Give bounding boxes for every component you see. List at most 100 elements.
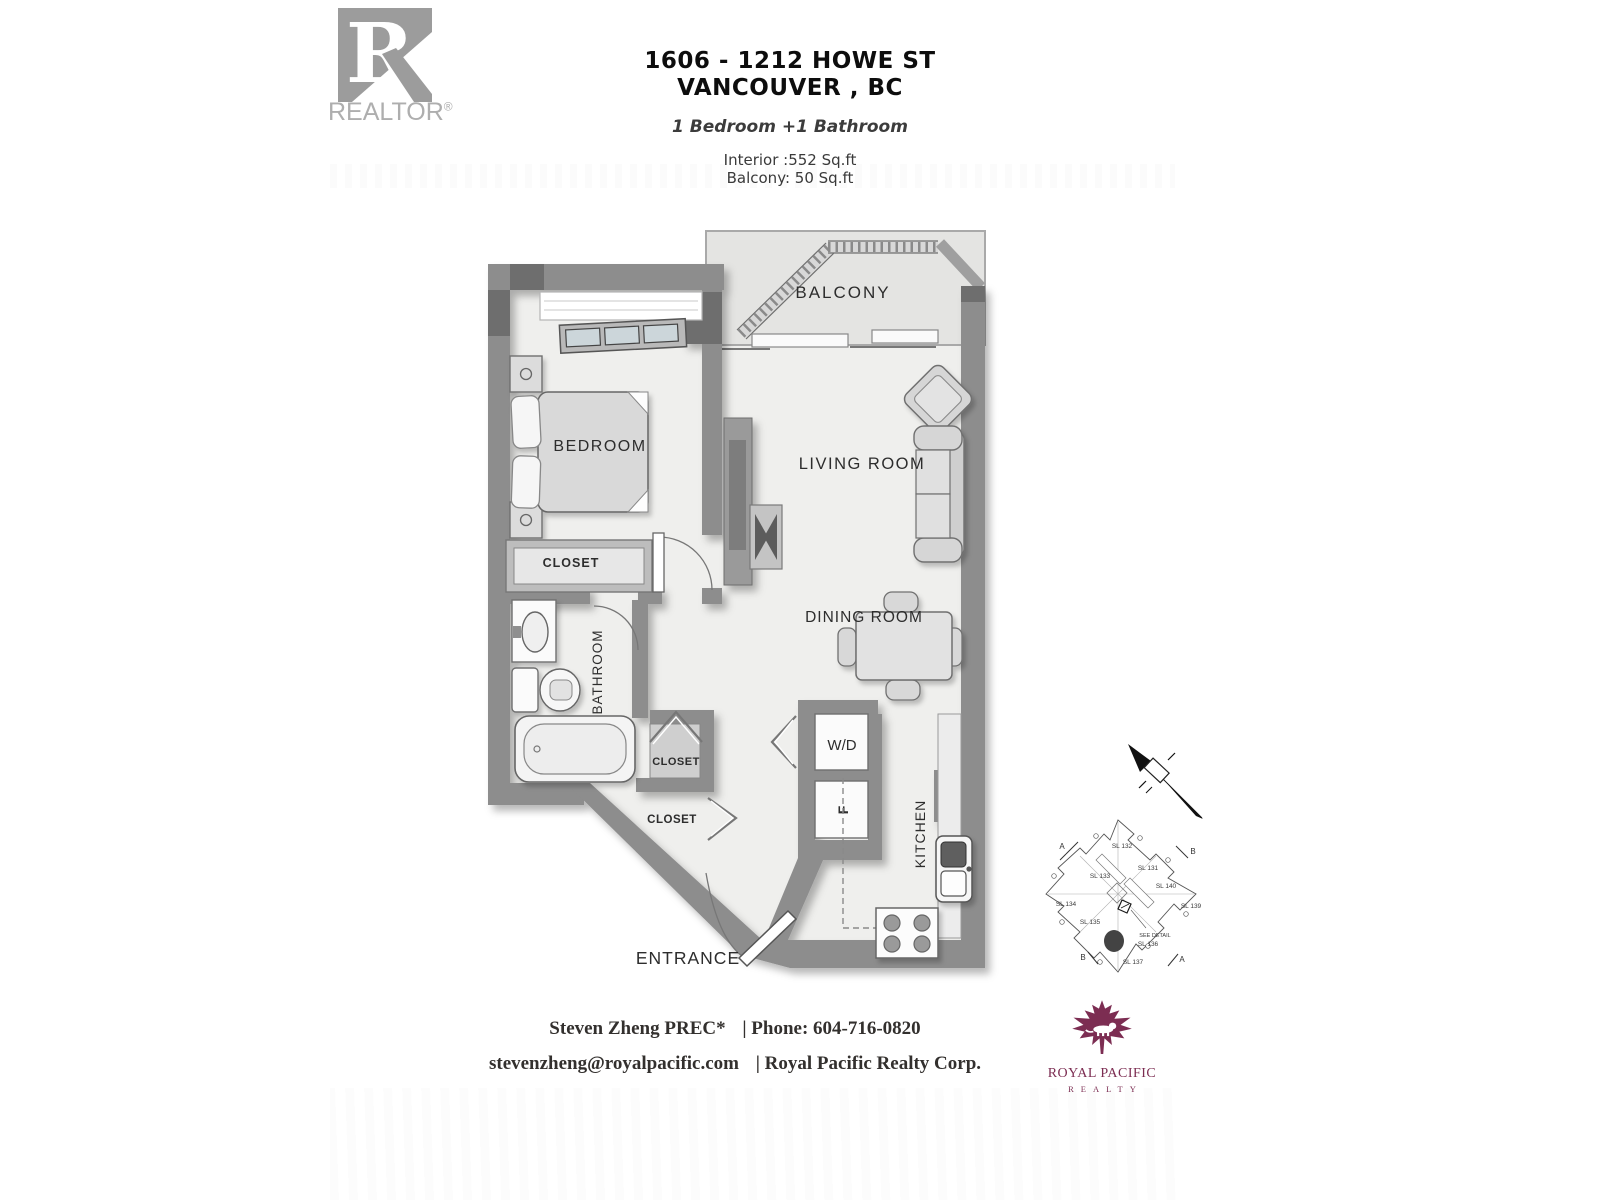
pillow [510, 395, 542, 449]
bed [537, 391, 649, 513]
bedroom-closet: CLOSET [505, 539, 653, 593]
realtor-logo-r: R [346, 8, 415, 102]
hall-closet-upper: CLOSET [649, 710, 703, 779]
agent-name: Steven Zheng PREC* [549, 1018, 726, 1039]
north-arrow-icon [1128, 744, 1203, 819]
hall-closet-lower: CLOSET [647, 797, 738, 841]
balcony-sill-left [751, 333, 849, 348]
keyplan-unit-sl134: SL 134 [1056, 901, 1077, 908]
agent-email: stevenzheng@royalpacific.com [488, 1053, 739, 1074]
kitchen-label: KITCHEN [912, 800, 928, 868]
wall-closet-bottom [636, 778, 714, 792]
realtor-logo-leg [382, 48, 432, 102]
sink-faucet [513, 626, 521, 638]
wall-left-dark [488, 290, 510, 336]
balcony: BALCONY [705, 230, 986, 350]
closet-hall-upper-label: CLOSET [652, 756, 700, 768]
page-title-line2: VANCOUVER , BC [677, 75, 903, 101]
royal-pacific-realty: REALTY [1068, 1084, 1143, 1094]
washer-dryer-label: W/D [827, 737, 856, 754]
floor-plan: BALCONY [488, 230, 986, 968]
closet-door-mark [707, 797, 738, 841]
closet-bifold-door [649, 710, 703, 743]
wall-left [488, 264, 510, 788]
toilet-tank [511, 667, 539, 713]
agent-company: | Royal Pacific Realty Corp. [755, 1053, 982, 1074]
living-room-furniture [903, 364, 973, 563]
balcony-area: Balcony: 50 Sq.ft [480, 169, 1100, 187]
bathroom: BATHROOM [511, 599, 639, 783]
nightstand-lamp [519, 513, 533, 527]
wall-closet-right [700, 710, 714, 792]
washer-dryer [814, 713, 869, 771]
keyplan-core [1106, 882, 1128, 904]
keyplan-unit-sl133: SL 133 [1090, 873, 1111, 880]
keyplan-building [1045, 819, 1197, 973]
bathroom-label: BATHROOM [590, 630, 605, 715]
bedroom-window [539, 291, 703, 355]
keyplan-unit-sl131: SL 131 [1138, 865, 1159, 872]
sofa [913, 425, 965, 563]
keyplan-balcony-tabs [1051, 833, 1189, 965]
wall-kitchen-peninsula [868, 714, 882, 845]
bathroom-door-arc [593, 605, 639, 651]
bedroom-furniture [509, 355, 649, 539]
counter-dashed-line [842, 778, 960, 929]
balcony-label: BALCONY [795, 283, 890, 302]
wall-fridge-bottom [798, 840, 882, 860]
balcony-corner-wall [935, 239, 986, 291]
keyplan-unit-sl137: SL 137 [1123, 959, 1144, 966]
section-marker-a-bottom: A [1179, 955, 1185, 964]
wall-right-dark [961, 286, 985, 302]
area-figures: Interior :552 Sq.ft Balcony: 50 Sq.ft [480, 151, 1100, 187]
bedroom-door-leaf [652, 532, 665, 593]
balcony-sill-right [871, 329, 939, 344]
fridge [814, 780, 869, 839]
keyplan-unit-labels: SL 132 SL 131 SL 133 SL 140 SL 134 SL 13… [1056, 843, 1202, 966]
blanket-fold-bottom [626, 488, 649, 513]
bedroom-label: BEDROOM [553, 438, 646, 455]
realtor-wordmark: REALTOR® [328, 98, 453, 127]
keyplan-unit-sl139: SL 139 [1181, 903, 1202, 910]
keyplan-unit-sl136: SL 136 [1138, 941, 1159, 948]
window-pane [603, 325, 641, 346]
keyplan-see-detail: SEE DETAIL [1139, 933, 1170, 939]
dining-set [837, 591, 963, 701]
bedroom-bathroom-subtitle: 1 Bedroom +1 Bathroom [672, 117, 908, 137]
keyplan-unit-sl140: SL 140 [1156, 883, 1177, 890]
keyplan-leader-line [1130, 909, 1147, 929]
pillow [510, 455, 542, 509]
kitchen-sink [935, 835, 973, 903]
watermark-band-bottom [330, 1088, 1180, 1200]
keyplan-section-markers: A B B A [1059, 841, 1196, 967]
kitchen-counter [937, 713, 962, 939]
realtor-word-text: REALTOR [328, 98, 444, 126]
entrance: ENTRANCE [636, 872, 798, 968]
window-pane [564, 327, 602, 348]
wall-bathroom-right [632, 600, 648, 718]
section-marker-a-top: A [1059, 842, 1065, 851]
media-console [749, 504, 783, 570]
entrance-door-arc [705, 872, 743, 957]
entrance-door-leaf [737, 909, 798, 968]
window-pane [642, 323, 679, 344]
keyplan-unit-sl135: SL 135 [1080, 919, 1101, 926]
wall-bedroom-right [702, 290, 722, 535]
bathroom-sink [521, 611, 549, 653]
wall-closet-top [650, 710, 714, 724]
bathtub-drain [533, 745, 541, 753]
armchair [903, 364, 973, 434]
toilet-seat [549, 679, 573, 701]
entrance-label: ENTRANCE [636, 948, 740, 968]
bedroom-door [652, 532, 713, 593]
interior-area: Interior :552 Sq.ft [723, 151, 857, 169]
wall-laundry-left [798, 700, 815, 858]
dining-chair-bottom [885, 679, 921, 701]
wall-bottom [745, 940, 985, 968]
agent-phone: | Phone: 604-716-0820 [742, 1018, 921, 1039]
blanket-fold-top [626, 391, 649, 416]
dining-room-label: DINING ROOM [805, 609, 923, 626]
wall-diagonal [566, 783, 760, 957]
closet-hall-lower-label: CLOSET [647, 814, 697, 826]
nightstand-lamp [519, 367, 533, 381]
